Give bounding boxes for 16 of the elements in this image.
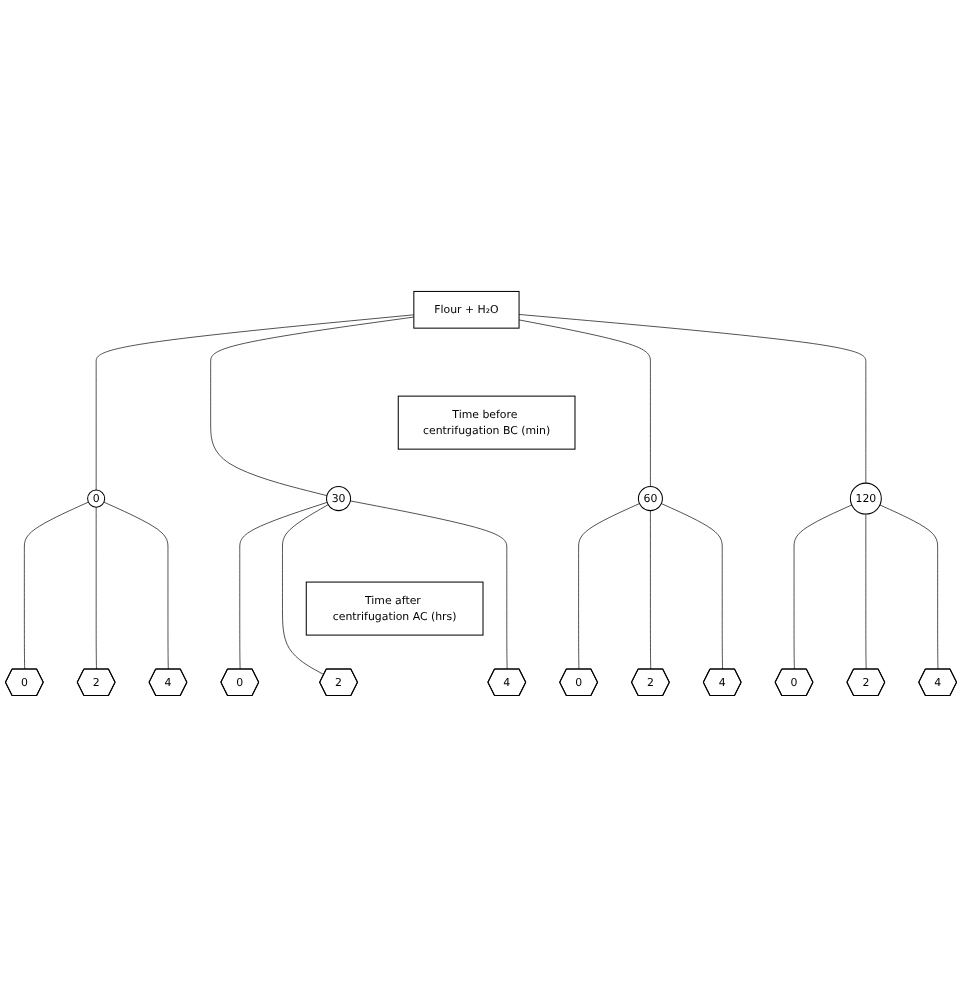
connector [518, 313, 867, 483]
connector [865, 513, 867, 670]
connector [518, 319, 651, 487]
connector [239, 501, 328, 670]
connector [24, 501, 89, 670]
connector [103, 501, 169, 670]
connector [282, 503, 329, 675]
connector [350, 500, 508, 670]
connector [650, 509, 652, 670]
connector [95, 506, 97, 670]
connector [661, 502, 723, 670]
connector [210, 316, 415, 496]
connector [95, 313, 415, 490]
connector [793, 504, 853, 670]
connector [879, 504, 939, 670]
connector [578, 502, 640, 670]
